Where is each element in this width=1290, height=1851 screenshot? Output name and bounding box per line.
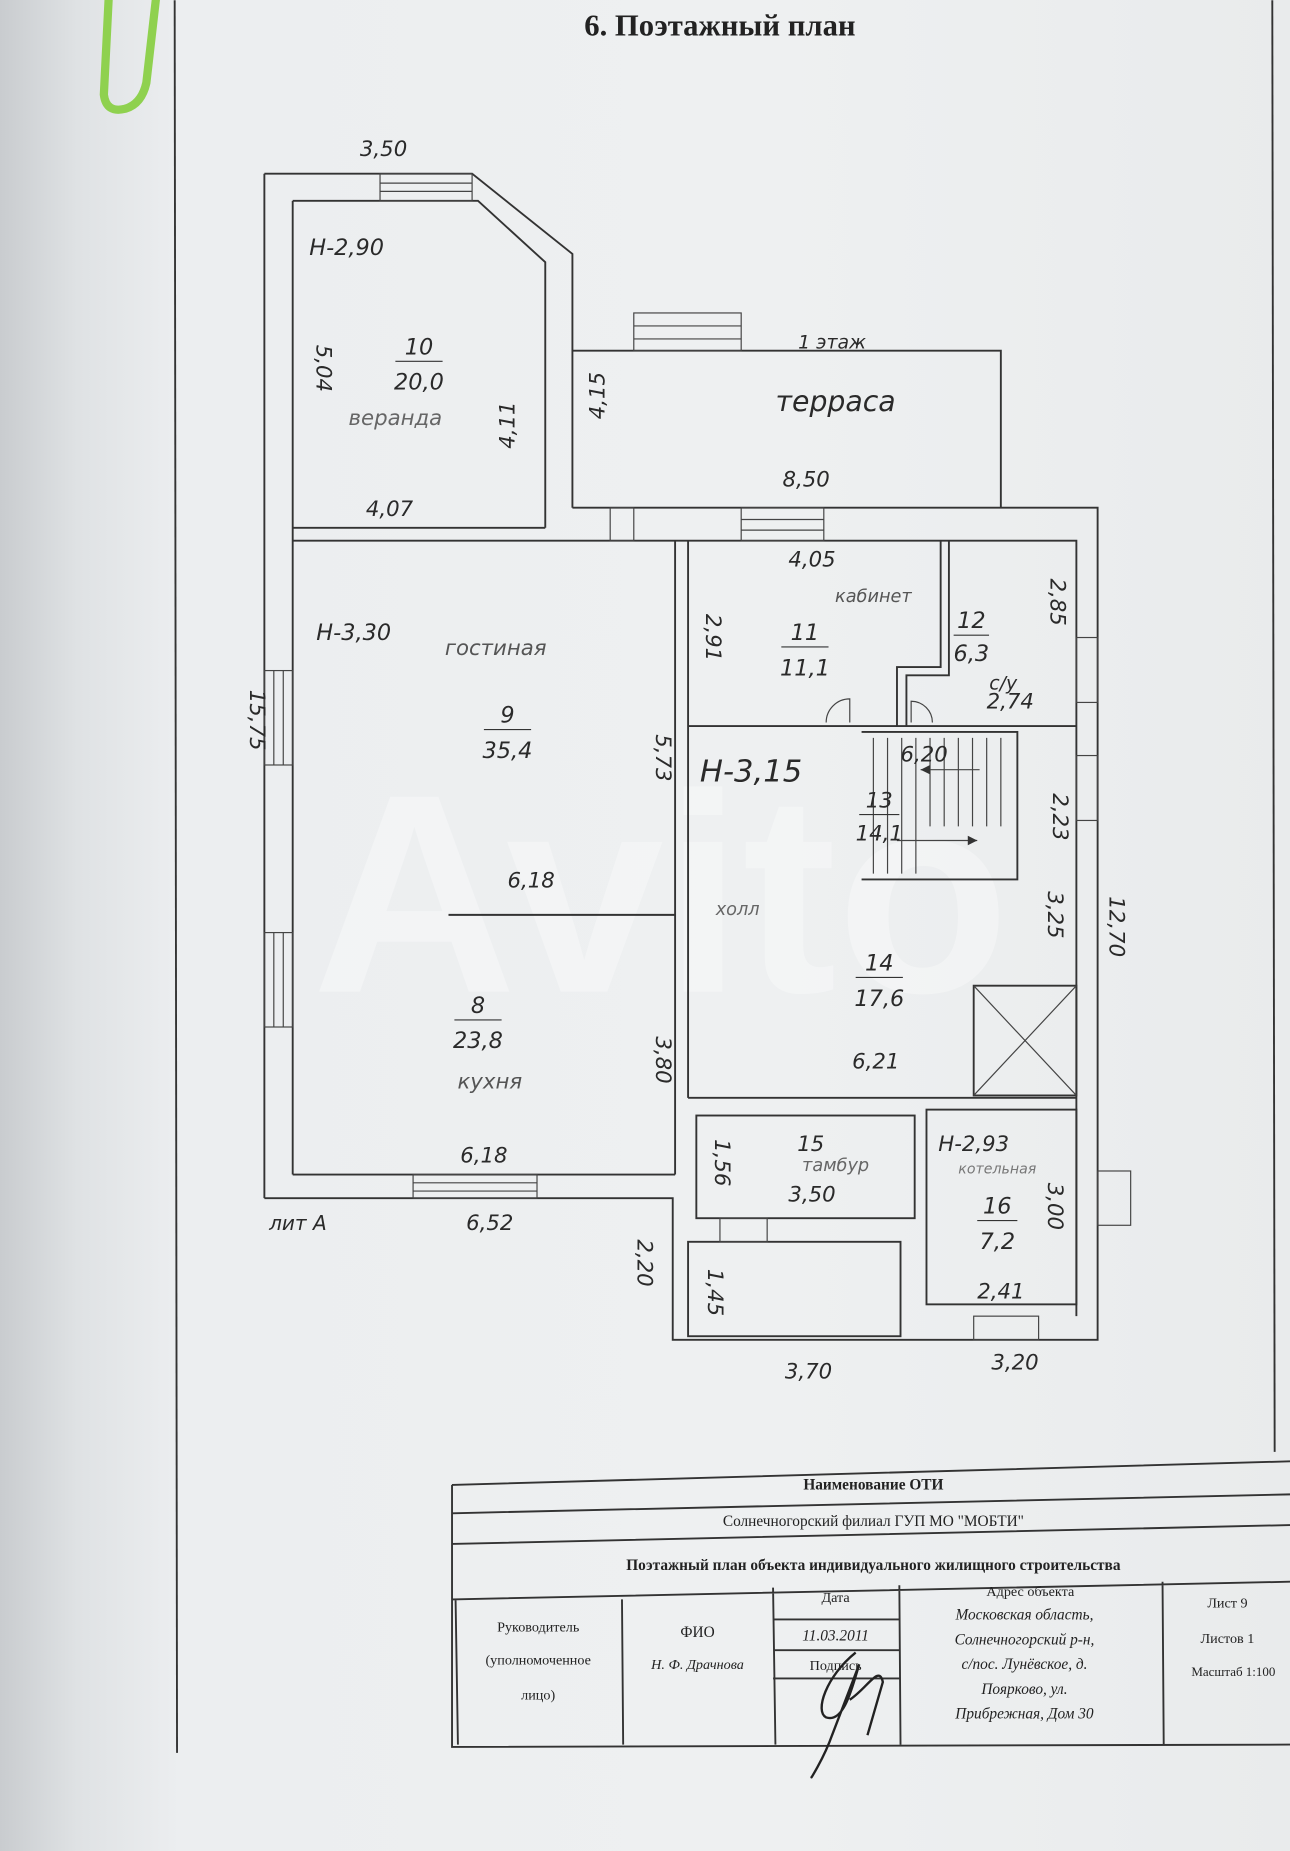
room-name: кухня <box>457 1069 522 1094</box>
dimension: 3,80 <box>650 1036 675 1083</box>
watermark: Avito <box>312 737 1010 1053</box>
dimension: 4,15 <box>585 372 610 419</box>
dimension: 6,18 <box>460 1144 507 1169</box>
role-label: (уполномоченное <box>485 1652 590 1668</box>
address-line: Солнечногорский р-н, <box>955 1631 1095 1648</box>
dimension: 5,04 <box>310 345 335 392</box>
room-area: 14,1 <box>856 822 903 847</box>
room-number: 8 <box>471 993 485 1019</box>
room-number: 15 <box>797 1132 824 1157</box>
dimension: 15,75 <box>244 690 269 751</box>
room-name: с/у <box>989 672 1018 694</box>
dimension: 4,07 <box>366 497 414 522</box>
room-number: 11 <box>791 620 820 646</box>
room-area: 6,3 <box>954 641 990 667</box>
room-number: 14 <box>865 950 894 976</box>
room-name: гостиная <box>445 636 547 661</box>
page-title: 6. Поэтажный план <box>584 9 855 43</box>
page-border-left <box>173 0 178 1753</box>
address-line: Московская область, <box>954 1606 1093 1623</box>
plan-walls <box>263 172 1132 1341</box>
room-number: 16 <box>983 1193 1012 1219</box>
role-label: Руководитель <box>497 1619 580 1635</box>
dimension: 3,50 <box>360 137 407 162</box>
room-name: холл <box>715 900 760 920</box>
title-block: Наименование ОТИ Солнечногорский филиал … <box>451 1460 1290 1779</box>
dimension: 1,56 <box>709 1139 734 1186</box>
address-label: Адрес объекта <box>986 1584 1075 1600</box>
dimension: 2,85 <box>1044 578 1069 625</box>
title-block-org: Солнечногорский филиал ГУП МО "МОБТИ" <box>723 1513 1024 1530</box>
fio-value: Н. Ф. Драчнова <box>650 1657 744 1673</box>
dimension: 3,25 <box>1042 891 1067 938</box>
room-area: 35,4 <box>483 738 533 764</box>
dimension: 3,20 <box>991 1350 1038 1375</box>
dimension: 6,21 <box>852 1049 899 1074</box>
room-area: 20,0 <box>394 370 444 396</box>
scale: Масштаб 1:100 <box>1191 1664 1275 1679</box>
dimension: 3,50 <box>788 1183 835 1208</box>
dimension: 2,41 <box>977 1279 1024 1304</box>
address-line: Поярково, ул. <box>980 1681 1067 1698</box>
dimension: 6,20 <box>900 742 947 767</box>
room-height: Н-2,90 <box>309 235 384 261</box>
room-area: 23,8 <box>453 1028 503 1054</box>
room-height: Н-3,15 <box>700 755 802 790</box>
sheet-count: Листов 1 <box>1201 1631 1255 1647</box>
dimension: 12,70 <box>1103 896 1128 957</box>
dimension: 2,20 <box>631 1239 656 1286</box>
vent-shaft <box>972 984 1078 1097</box>
room-area: 11,1 <box>780 655 830 681</box>
title-block-doc-name: Поэтажный план объекта индивидуального ж… <box>626 1557 1121 1574</box>
room-labels: Н-2,90 10 20,0 веранда терраса 1 этаж Н-… <box>268 235 1037 1255</box>
dimension: 3,70 <box>785 1360 832 1385</box>
room-name: кабинет <box>835 587 912 607</box>
room-height: Н-2,93 <box>938 1132 1009 1157</box>
dimension: 1,45 <box>702 1269 727 1316</box>
dimension-labels: 3,50 5,04 4,11 4,15 4,07 8,50 4,05 2,91 … <box>244 137 1128 1385</box>
room-name: котельная <box>958 1161 1036 1177</box>
page-border-right <box>1271 0 1276 1452</box>
room-height: Н-3,30 <box>316 620 391 646</box>
dimension: 5,73 <box>650 734 675 781</box>
dimension: 2,74 <box>987 689 1034 714</box>
room-number: 13 <box>866 788 893 813</box>
terrace-label: терраса <box>776 385 896 418</box>
room-number: 12 <box>957 608 986 634</box>
dimension: 2,23 <box>1047 793 1072 840</box>
address-line: Прибрежная, Дом 30 <box>954 1706 1094 1723</box>
room-area: 7,2 <box>979 1229 1015 1255</box>
dimension: 3,00 <box>1042 1183 1067 1230</box>
room-name: веранда <box>349 406 443 431</box>
title-block-header: Наименование ОТИ <box>803 1477 943 1494</box>
sheet-number: Лист 9 <box>1207 1596 1247 1612</box>
paperclip-icon <box>99 0 160 114</box>
address-line: с/пос. Лунёвское, д. <box>961 1656 1087 1673</box>
staircase <box>861 730 1019 881</box>
dimension: 2,91 <box>700 614 725 661</box>
role-label: лицо) <box>521 1688 555 1704</box>
dimension: 4,11 <box>496 401 521 448</box>
date-label: Дата <box>821 1590 850 1606</box>
signature <box>810 1651 885 1779</box>
room-number: 9 <box>500 702 514 728</box>
dimension: 6,18 <box>507 869 554 894</box>
sign-label: Подпись <box>810 1658 863 1674</box>
fio-label: ФИО <box>680 1624 714 1641</box>
dimension: 8,50 <box>782 467 829 492</box>
floor-note: 1 этаж <box>798 331 866 353</box>
date-value: 11.03.2011 <box>802 1628 869 1645</box>
lit-label: лит А <box>268 1211 327 1235</box>
room-area: 17,6 <box>854 986 904 1012</box>
room-number: 10 <box>405 334 434 360</box>
dimension: 4,05 <box>788 548 835 573</box>
dimension: 6,52 <box>466 1211 513 1236</box>
room-name: тамбур <box>802 1156 869 1176</box>
